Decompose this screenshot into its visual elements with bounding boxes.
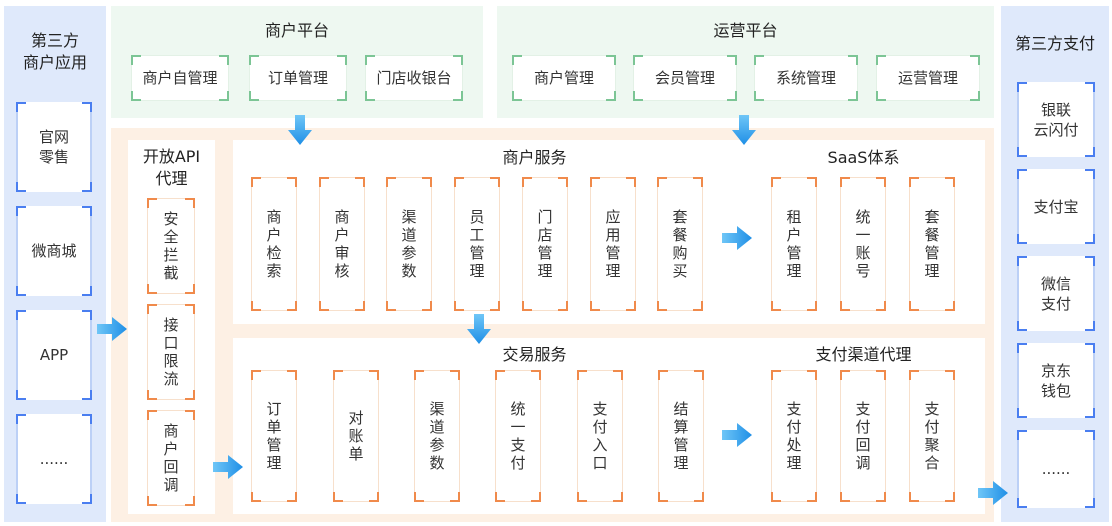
arrow-down-icon [288, 115, 312, 145]
app-card-micro-mall[interactable]: 微商城 [16, 206, 92, 296]
tenant-management-card[interactable]: 租户管理 [771, 177, 817, 311]
order-management-card[interactable]: 订单管理 [249, 55, 347, 101]
merchant-platform-panel: 商户平台 商户自管理 订单管理 门店收银台 [111, 6, 483, 118]
channel-params-card[interactable]: 渠道参数 [414, 370, 460, 502]
settlement-management-card[interactable]: 结算管理 [658, 370, 704, 502]
statement-card[interactable]: 对账单 [333, 370, 379, 502]
system-management-card[interactable]: 系统管理 [754, 55, 858, 101]
panel-title: SaaS体系 [827, 148, 900, 167]
saas-system-panel: SaaS体系 租户管理 统一账号 套餐管理 [742, 140, 985, 324]
arrow-down-icon [732, 115, 756, 145]
third-party-payment-column: 第三方支付 银联 云闪付 支付宝 微信 支付 京东 钱包 ...... [1001, 6, 1109, 522]
payment-aggregation-card[interactable]: 支付聚合 [909, 370, 955, 502]
merchant-service-panel: 商户服务 商户检索 商户审核 渠道参数 员工管理 门店管理 应用管理 套餐购买 [233, 140, 836, 324]
package-purchase-card[interactable]: 套餐购买 [657, 177, 703, 311]
panel-title: 商户平台 [264, 21, 329, 40]
payment-card-unionpay[interactable]: 银联 云闪付 [1017, 82, 1095, 157]
merchant-review-card[interactable]: 商户审核 [319, 177, 365, 311]
app-card-more[interactable]: ...... [16, 414, 92, 504]
open-api-proxy-panel: 开放API 代理 安全拦截 接口限流 商户回调 [128, 140, 215, 514]
store-management-card[interactable]: 门店管理 [522, 177, 568, 311]
arrow-right-icon [722, 226, 752, 250]
payment-card-more[interactable]: ...... [1017, 430, 1095, 508]
merchant-management-card[interactable]: 商户管理 [512, 55, 616, 101]
staff-management-card[interactable]: 员工管理 [454, 177, 500, 311]
payment-entry-card[interactable]: 支付入口 [577, 370, 623, 502]
merchant-search-card[interactable]: 商户检索 [251, 177, 297, 311]
panel-title: 开放API 代理 [142, 147, 201, 188]
merchant-callback-card[interactable]: 商户回调 [147, 410, 195, 506]
order-management-card[interactable]: 订单管理 [251, 370, 297, 502]
member-management-card[interactable]: 会员管理 [633, 55, 737, 101]
app-card-app[interactable]: APP [16, 310, 92, 400]
payment-card-jd-wallet[interactable]: 京东 钱包 [1017, 343, 1095, 418]
column-title: 第三方 商户应用 [22, 31, 87, 72]
arrow-down-icon [467, 314, 491, 344]
trade-service-panel: 交易服务 订单管理 对账单 渠道参数 统一支付 支付入口 结算管理 [233, 338, 836, 514]
security-intercept-card[interactable]: 安全拦截 [147, 198, 195, 294]
store-cashier-card[interactable]: 门店收银台 [365, 55, 463, 101]
app-card-official-retail[interactable]: 官网 零售 [16, 102, 92, 192]
arrow-right-icon [213, 455, 243, 479]
payment-callback-card[interactable]: 支付回调 [840, 370, 886, 502]
panel-title: 交易服务 [502, 345, 567, 364]
operations-platform-panel: 运营平台 商户管理 会员管理 系统管理 运营管理 [497, 6, 994, 118]
core-services-area: 开放API 代理 安全拦截 接口限流 商户回调 商户服务 商户检索 商户审核 渠… [111, 128, 994, 522]
app-management-card[interactable]: 应用管理 [590, 177, 636, 311]
arrow-right-icon [978, 481, 1008, 505]
unified-account-card[interactable]: 统一账号 [840, 177, 886, 311]
third-party-merchant-apps-column: 第三方 商户应用 官网 零售 微商城 APP ...... [4, 6, 106, 522]
panel-title: 运营平台 [713, 21, 778, 40]
merchant-self-management-card[interactable]: 商户自管理 [131, 55, 229, 101]
panel-title: 商户服务 [502, 148, 567, 167]
panel-title: 支付渠道代理 [815, 345, 912, 364]
payment-card-wechat[interactable]: 微信 支付 [1017, 256, 1095, 331]
package-management-card[interactable]: 套餐管理 [909, 177, 955, 311]
unified-payment-card[interactable]: 统一支付 [495, 370, 541, 502]
column-title: 第三方支付 [1014, 34, 1095, 53]
channel-params-card[interactable]: 渠道参数 [386, 177, 432, 311]
payment-channel-proxy-panel: 支付渠道代理 支付处理 支付回调 支付聚合 [742, 338, 985, 514]
operations-management-card[interactable]: 运营管理 [876, 55, 980, 101]
payment-card-alipay[interactable]: 支付宝 [1017, 169, 1095, 244]
arrow-right-icon [722, 423, 752, 447]
rate-limit-card[interactable]: 接口限流 [147, 304, 195, 400]
payment-processing-card[interactable]: 支付处理 [771, 370, 817, 502]
arrow-right-icon [97, 317, 127, 341]
